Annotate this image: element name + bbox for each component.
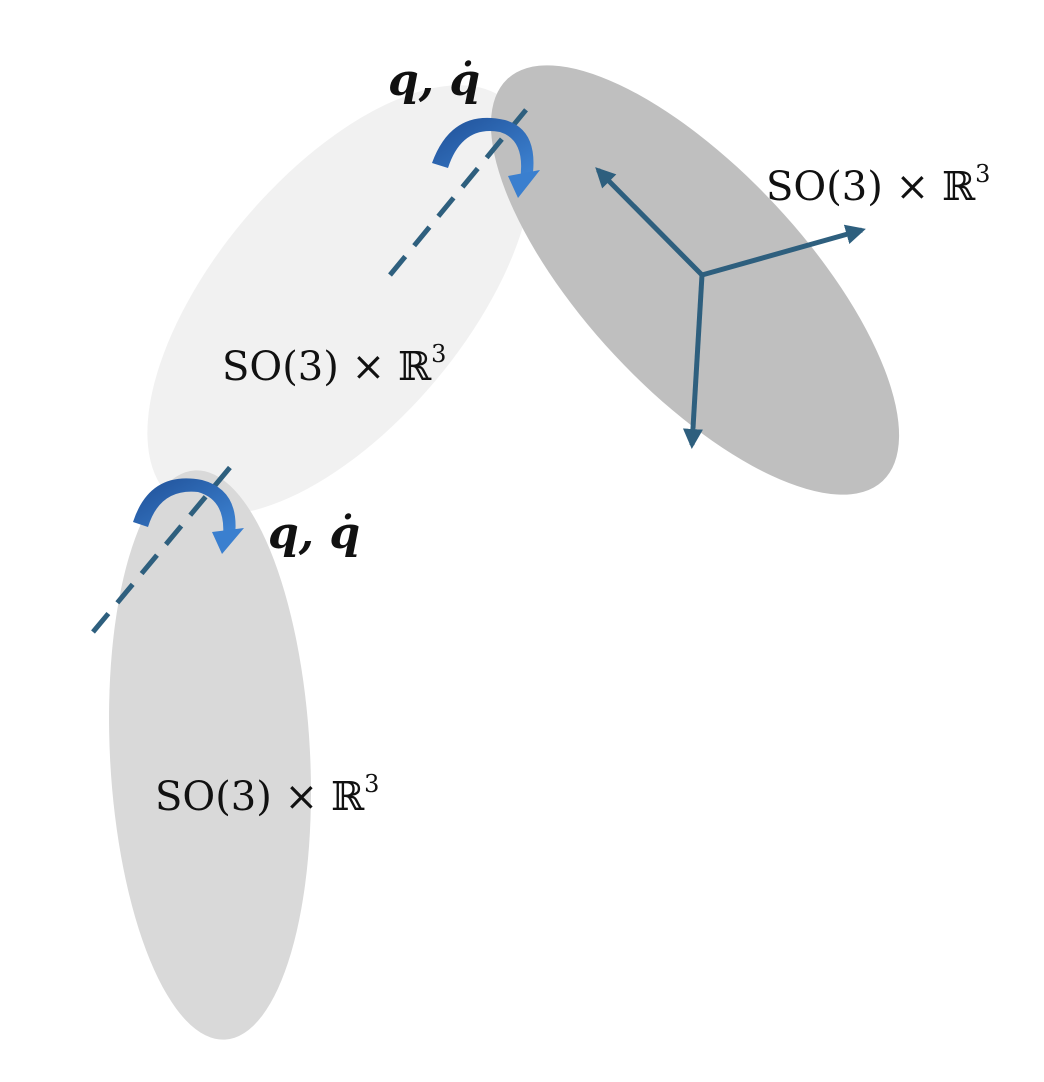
link-lower — [109, 470, 311, 1040]
rotation-arrow-icon — [133, 478, 244, 554]
joint-upper-label: q, q̇ — [388, 55, 480, 106]
link-middle — [147, 85, 533, 515]
link-upper-label: SO(3) × ℝ3 — [766, 160, 990, 210]
link-lower-label: SO(3) × ℝ3 — [155, 770, 379, 820]
rotation-arrow-icon — [432, 117, 540, 198]
link-middle-label: SO(3) × ℝ3 — [222, 340, 446, 390]
link-upper — [490, 65, 900, 495]
coordinate-frame-icon — [595, 167, 866, 449]
joint-lower-label: q, q̇ — [268, 508, 360, 559]
